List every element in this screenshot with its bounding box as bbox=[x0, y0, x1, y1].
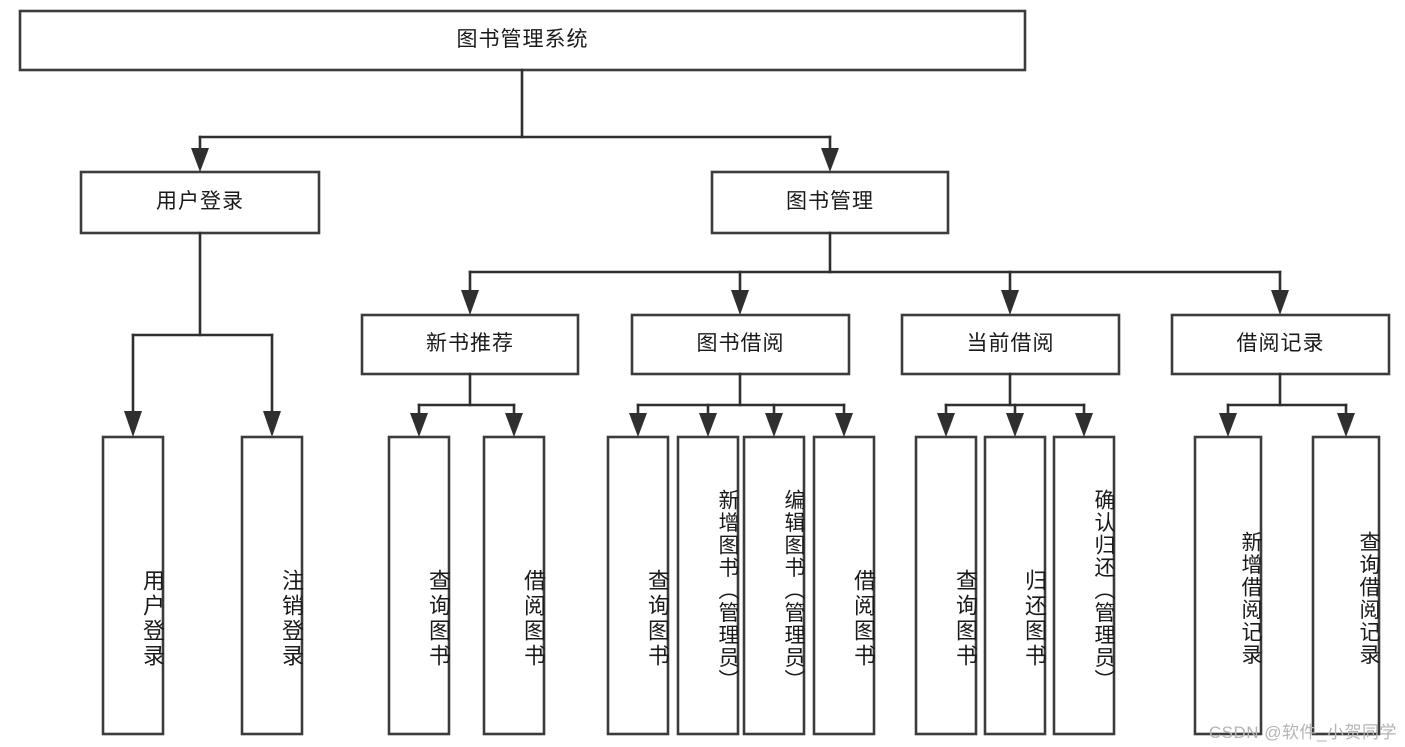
watermark-text: CSDN @软件_小贺同学 bbox=[1208, 723, 1397, 742]
arrow-head-leaf-borrow-book-a bbox=[505, 413, 523, 437]
connector-book-borrow-to-leaves bbox=[629, 372, 853, 437]
arrow-head-leaf-query-book-a bbox=[410, 413, 428, 437]
node-box-root[interactable] bbox=[18, 9, 1027, 72]
node-box-user-login[interactable] bbox=[79, 170, 321, 235]
arrow-head-borrow-record bbox=[1271, 290, 1289, 315]
connector-book-manage-to-level2 bbox=[461, 231, 1289, 315]
node-box-current-borrow[interactable] bbox=[900, 313, 1121, 376]
arrow-head-user-login bbox=[191, 148, 209, 172]
arrow-head-leaf-query-book-c bbox=[937, 413, 955, 437]
arrow-head-current-borrow bbox=[1001, 290, 1019, 315]
arrow-head-leaf-add-book bbox=[699, 413, 717, 437]
node-box-leaf-query-book-c[interactable] bbox=[914, 435, 978, 736]
node-box-leaf-query-record[interactable] bbox=[1311, 435, 1381, 736]
node-box-leaf-user-login[interactable] bbox=[101, 435, 165, 736]
node-box-leaf-borrow-book-b[interactable] bbox=[812, 435, 876, 736]
node-box-new-book-rec[interactable] bbox=[360, 313, 580, 376]
node-box-leaf-query-book-a[interactable] bbox=[387, 435, 451, 736]
arrow-head-new-book-rec bbox=[461, 290, 479, 315]
arrow-head-leaf-add-record bbox=[1219, 413, 1237, 437]
node-box-leaf-borrow-book-a[interactable] bbox=[482, 435, 546, 736]
arrow-head-leaf-logout bbox=[263, 411, 281, 437]
arrow-head-leaf-user-login bbox=[124, 411, 142, 437]
arrow-head-leaf-query-record bbox=[1337, 413, 1355, 437]
node-box-leaf-logout[interactable] bbox=[240, 435, 304, 736]
node-box-leaf-confirm-return[interactable] bbox=[1052, 435, 1116, 736]
arrow-head-leaf-query-book-b bbox=[629, 413, 647, 437]
connector-borrow-record-to-leaves bbox=[1219, 372, 1355, 437]
node-box-leaf-return-book[interactable] bbox=[983, 435, 1047, 736]
connector-user-login-to-leaves bbox=[124, 231, 281, 437]
node-box-leaf-query-book-b[interactable] bbox=[606, 435, 670, 736]
arrow-head-book-borrow bbox=[731, 290, 749, 315]
arrow-head-book-manage bbox=[821, 148, 839, 172]
arrow-head-leaf-borrow-book-b bbox=[835, 413, 853, 437]
arrow-head-leaf-edit-book bbox=[765, 413, 783, 437]
node-box-borrow-record[interactable] bbox=[1170, 313, 1391, 376]
node-box-leaf-edit-book[interactable] bbox=[742, 435, 806, 736]
arrow-head-leaf-return-book bbox=[1006, 413, 1024, 437]
connector-root-to-level1 bbox=[191, 68, 839, 172]
connector-new-book-rec-to-leaves bbox=[410, 372, 523, 437]
node-box-leaf-add-book[interactable] bbox=[676, 435, 740, 736]
node-box-leaf-add-record[interactable] bbox=[1193, 435, 1263, 736]
connector-current-borrow-to-leaves bbox=[937, 372, 1093, 437]
node-box-book-borrow[interactable] bbox=[630, 313, 851, 376]
arrow-head-leaf-confirm-return bbox=[1075, 413, 1093, 437]
node-box-book-manage[interactable] bbox=[710, 170, 950, 235]
